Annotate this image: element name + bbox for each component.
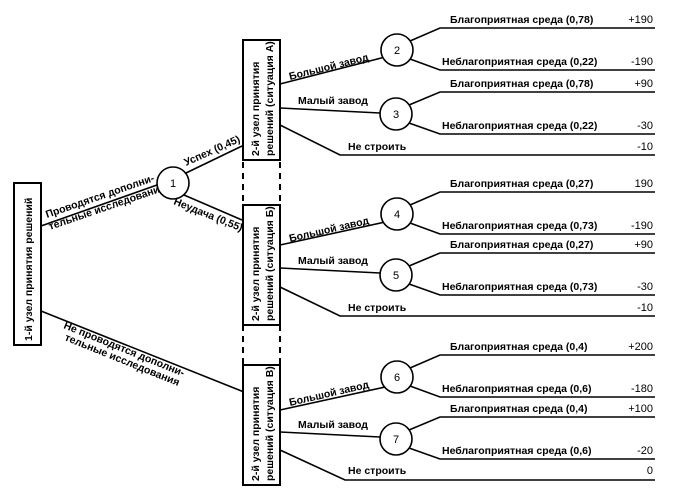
favorable-value: +190 xyxy=(628,14,653,26)
chance-node-4-number: 4 xyxy=(394,209,400,221)
favorable-value: 190 xyxy=(635,178,653,190)
decision-node-a-line1: 2-й узел принятия xyxy=(250,62,262,156)
no-build-label: Не строить xyxy=(348,141,407,153)
large-plant-label: Большой завод xyxy=(288,51,370,82)
favorable-label: Благоприятная среда (0,27) xyxy=(450,239,593,251)
unfavorable-line xyxy=(408,447,655,460)
chance-node-5 xyxy=(379,258,413,292)
no-build-label: Не строить xyxy=(348,302,407,314)
chance-node-6 xyxy=(380,360,414,394)
favorable-line xyxy=(408,416,655,431)
chance-node-group-5: 5 Благоприятная среда (0,27) +90Неблагопри… xyxy=(379,239,655,296)
small-plant-line xyxy=(279,267,381,274)
favorable-value: +90 xyxy=(634,239,653,251)
no-build-label: Не строить xyxy=(348,465,407,477)
favorable-label: Благоприятная среда (0,78) xyxy=(450,14,593,26)
decision-node-b xyxy=(242,204,281,326)
failure-line xyxy=(183,194,243,221)
favorable-value: +200 xyxy=(628,341,653,353)
unfavorable-value: -180 xyxy=(631,383,653,395)
decision-node-v xyxy=(242,364,281,486)
large-plant-line xyxy=(279,386,386,411)
chance-node-3 xyxy=(379,97,413,131)
large-plant-label: Большой завод xyxy=(288,379,370,409)
favorable-line xyxy=(408,252,655,267)
branch-no-research-line xyxy=(40,310,245,393)
unfavorable-value: -30 xyxy=(637,120,653,132)
no-build-value: -10 xyxy=(637,141,653,153)
small-plant-label: Малый завод xyxy=(298,419,368,431)
no-build-line xyxy=(279,286,655,317)
small-plant-line xyxy=(279,431,381,438)
no-build-line xyxy=(279,449,655,481)
unfavorable-label: Неблагоприятная среда (0,22) xyxy=(442,120,597,132)
chance-node-6-number: 6 xyxy=(394,372,400,384)
unfavorable-label: Неблагоприятная среда (0,6) xyxy=(442,445,591,457)
small-plant-line xyxy=(279,107,381,114)
favorable-line xyxy=(409,191,655,206)
decision-node-a xyxy=(242,39,281,161)
chance-node-1 xyxy=(156,166,190,200)
unfavorable-value: -190 xyxy=(631,220,653,232)
unfavorable-line xyxy=(408,283,655,296)
unfavorable-value: -20 xyxy=(637,445,653,457)
unfavorable-label: Неблагоприятная среда (0,22) xyxy=(442,56,597,68)
unfavorable-line xyxy=(408,122,655,135)
success-line xyxy=(185,145,243,174)
root-decision-node xyxy=(13,182,42,346)
small-plant-label: Малый завод xyxy=(298,255,368,267)
chance-node-5-number: 5 xyxy=(393,270,399,282)
chance-node-3-number: 3 xyxy=(393,109,399,121)
decision-node-b-line2: решений (ситуация Б) xyxy=(264,206,276,321)
unfavorable-value: -30 xyxy=(637,281,653,293)
chance-node-7 xyxy=(379,422,413,456)
chance-node-1-number: 1 xyxy=(170,178,176,190)
unfavorable-line xyxy=(409,58,655,71)
chance-node-group-4: 4 Благоприятная среда (0,27) 190Неблагопри… xyxy=(380,178,655,235)
branch-research-line xyxy=(40,184,158,227)
favorable-label: Благоприятная среда (0,4) xyxy=(450,341,588,353)
chance-node-group-2: 2 Благоприятная среда (0,78) +190Неблагопр… xyxy=(380,14,655,71)
unfavorable-value: -190 xyxy=(631,56,653,68)
root-decision-label: 1-й узел принятия решений xyxy=(23,198,35,341)
favorable-label: Благоприятная среда (0,27) xyxy=(450,178,593,190)
large-plant-line xyxy=(279,221,386,246)
failure-label: Неудача (0,55) xyxy=(172,196,245,235)
chance-node-7-number: 7 xyxy=(393,434,399,446)
no-build-value: -10 xyxy=(637,302,653,314)
favorable-value: +90 xyxy=(634,78,653,90)
favorable-line xyxy=(408,91,655,106)
unfavorable-label: Неблагоприятная среда (0,73) xyxy=(442,281,597,293)
unfavorable-line xyxy=(409,385,655,398)
favorable-label: Благоприятная среда (0,78) xyxy=(450,78,593,90)
decision-node-v-line1: 2-й узел принятия xyxy=(250,387,262,481)
unfavorable-label: Неблагоприятная среда (0,6) xyxy=(442,383,591,395)
favorable-line xyxy=(409,27,655,42)
no-build-line xyxy=(279,124,655,156)
decision-node-v-line2: решений (ситуация В) xyxy=(264,366,276,481)
chance-node-group-7: 7 Благоприятная среда (0,4) +100Неблагопри… xyxy=(379,403,655,460)
small-plant-label: Малый завод xyxy=(298,95,368,107)
decision-node-a-line2: решений (ситуация А) xyxy=(264,41,276,156)
large-plant-line xyxy=(279,56,386,85)
chance-node-group-3: 3 Благоприятная среда (0,78) +90Неблагопри… xyxy=(379,78,655,135)
decision-node-b-line1: 2-й узел принятия xyxy=(250,227,262,321)
unfavorable-label: Неблагоприятная среда (0,73) xyxy=(442,220,597,232)
favorable-line xyxy=(409,354,655,369)
chance-node-4 xyxy=(380,197,414,231)
chance-node-2 xyxy=(380,33,414,67)
favorable-value: +100 xyxy=(628,403,653,415)
chance-node-group-6: 6 Благоприятная среда (0,4) +200Неблагопри… xyxy=(380,341,655,398)
favorable-label: Благоприятная среда (0,4) xyxy=(450,403,588,415)
unfavorable-line xyxy=(409,222,655,235)
no-build-value: 0 xyxy=(647,465,653,477)
large-plant-label: Большой завод xyxy=(288,215,370,245)
chance-node-2-number: 2 xyxy=(394,45,400,57)
